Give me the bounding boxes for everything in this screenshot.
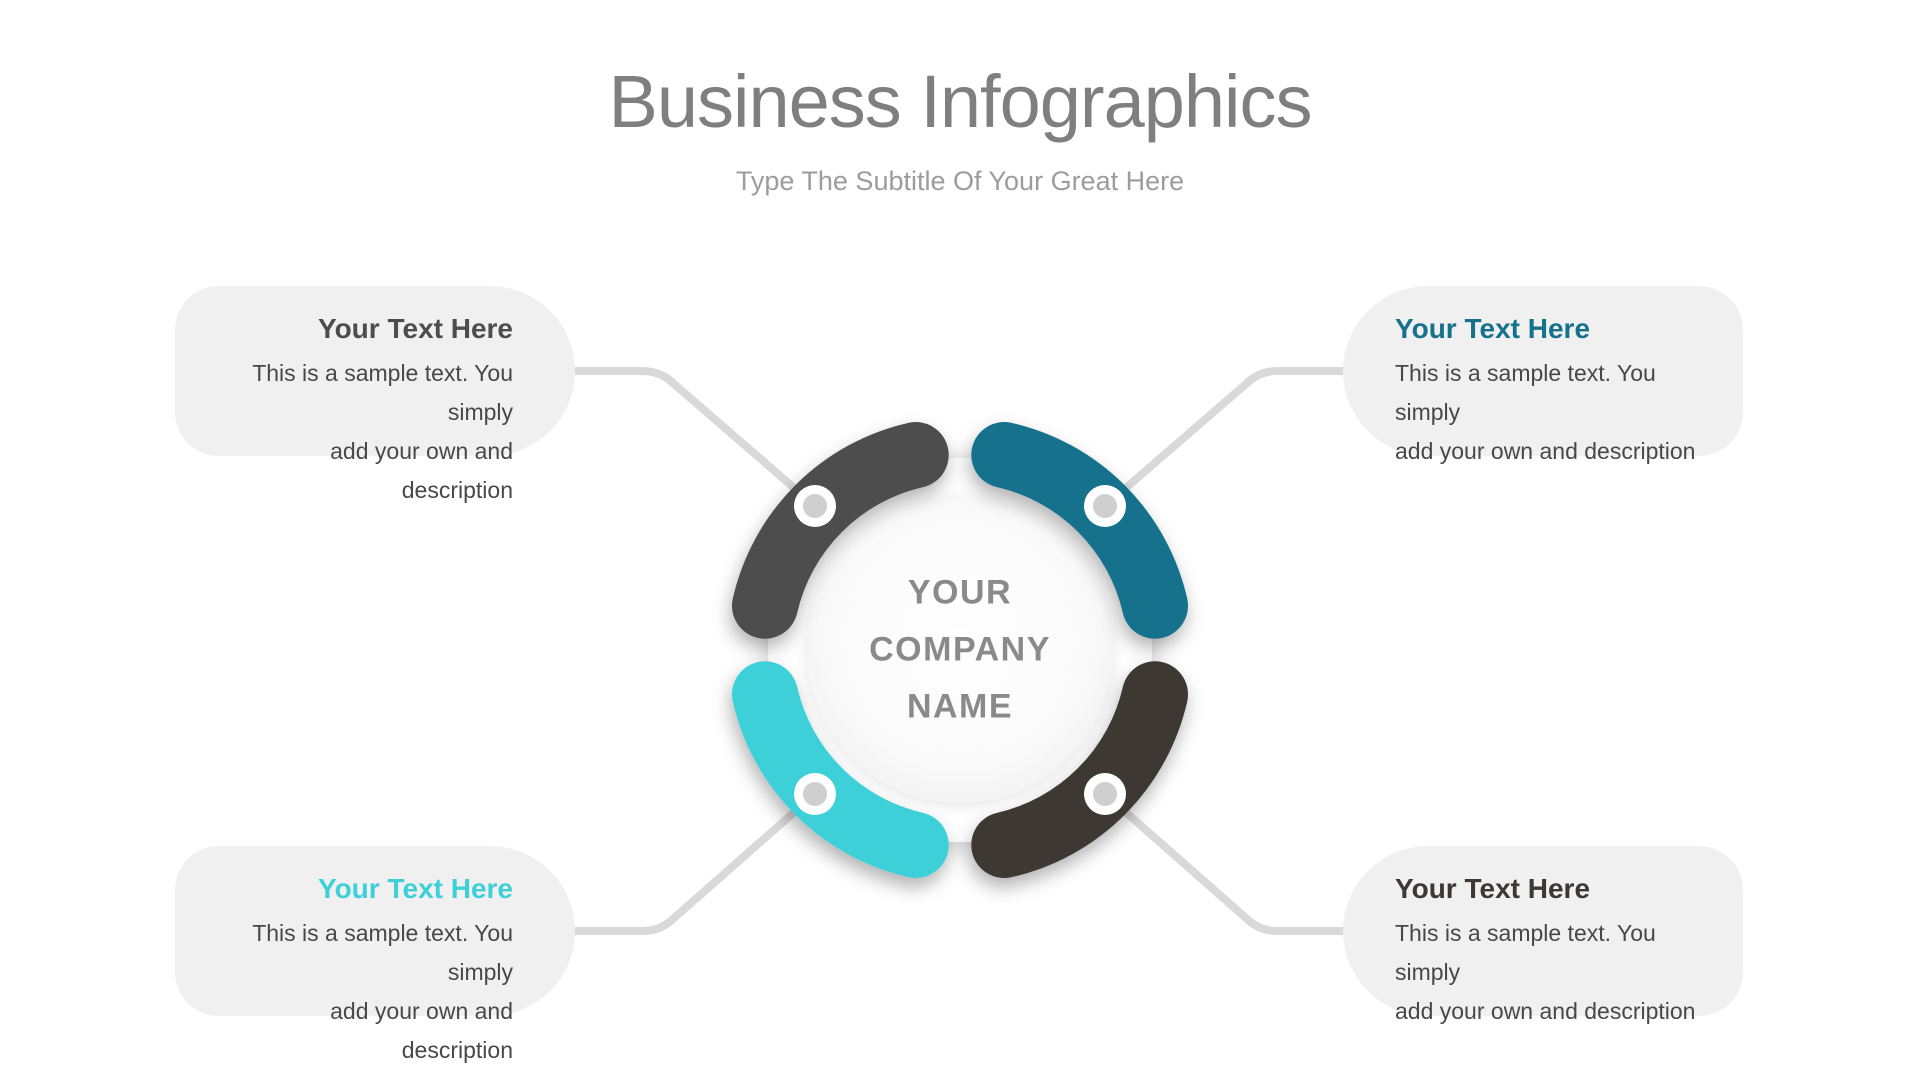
slide-header: Business Infographics Type The Subtitle … — [0, 60, 1920, 197]
card-top-left: Your Text Here This is a sample text. Yo… — [175, 286, 575, 503]
card-body: This is a sample text. You simply add yo… — [252, 920, 513, 1063]
card-title: Your Text Here — [1395, 313, 1591, 344]
card-bottom-left: Your Text Here This is a sample text. Yo… — [175, 846, 575, 1063]
connector-top-left — [570, 367, 819, 510]
card-title: Your Text Here — [317, 313, 513, 344]
company-name-line: COMPANY — [869, 630, 1051, 669]
dot-core — [803, 782, 827, 806]
anchor-dot-bottom-left — [794, 773, 836, 815]
dot-core — [1093, 782, 1117, 806]
company-name-label: YOUR COMPANY NAME — [869, 565, 1051, 736]
anchor-dot-top-left — [794, 485, 836, 527]
page-title: Business Infographics — [608, 60, 1313, 143]
card-body: This is a sample text. You simply add yo… — [1395, 920, 1696, 1024]
card-top-right: Your Text Here This is a sample text. Yo… — [1343, 286, 1743, 464]
connector-bottom-right — [1101, 790, 1350, 935]
card-title: Your Text Here — [317, 873, 513, 904]
card-body: This is a sample text. You simply add yo… — [252, 360, 513, 503]
center-inner-circle — [807, 497, 1113, 803]
card-title: Your Text Here — [1395, 873, 1591, 904]
company-name-line: YOUR — [907, 573, 1013, 612]
anchor-dot-top-right — [1084, 485, 1126, 527]
anchor-dot-bottom-right — [1084, 773, 1126, 815]
card-body: This is a sample text. You simply add yo… — [1395, 360, 1696, 464]
page-subtitle: Type The Subtitle Of Your Great Here — [735, 166, 1185, 196]
connector-top-right — [1101, 367, 1350, 510]
dot-core — [1093, 494, 1117, 518]
dot-core — [803, 494, 827, 518]
card-bottom-right: Your Text Here This is a sample text. Yo… — [1343, 846, 1743, 1024]
company-name-line: NAME — [906, 687, 1014, 726]
connector-bottom-left — [570, 790, 819, 935]
